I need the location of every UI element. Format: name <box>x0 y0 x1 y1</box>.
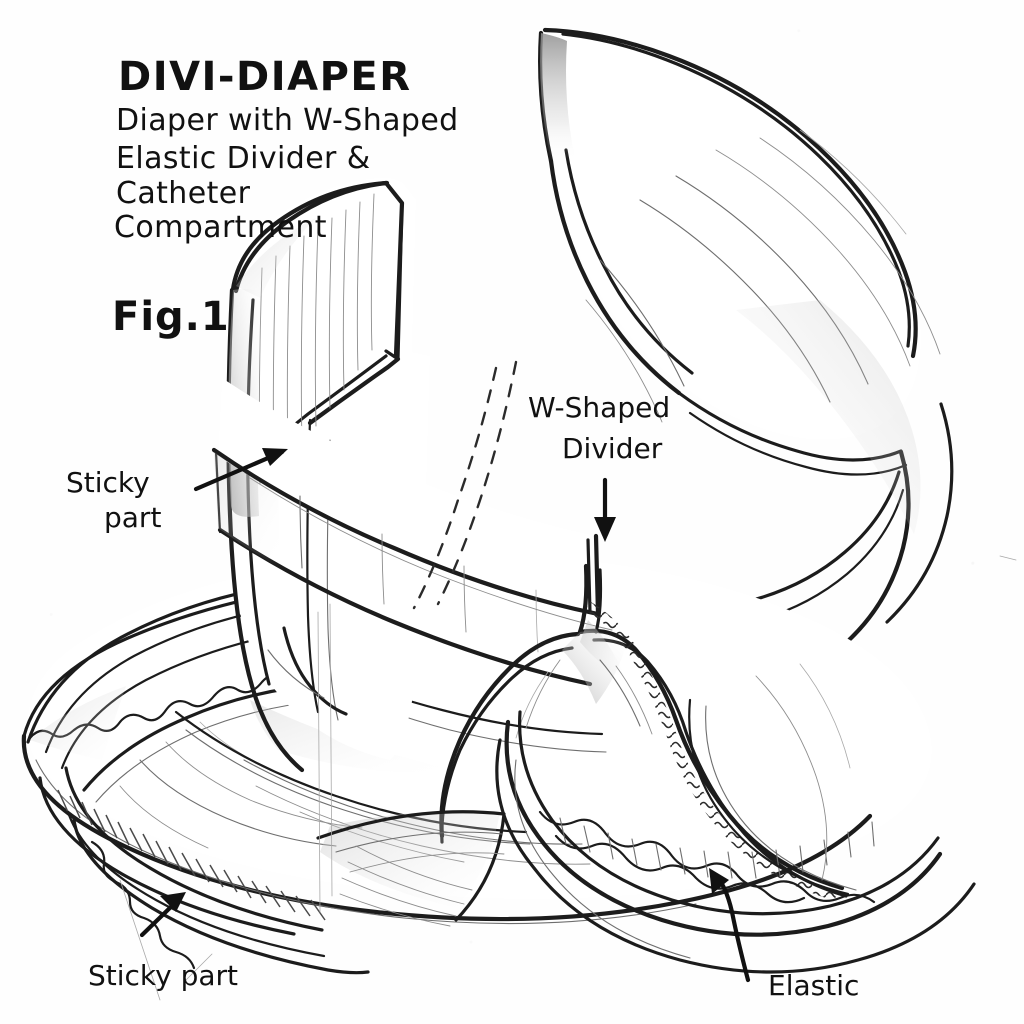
catheter-compartment-dashed <box>412 360 518 610</box>
sticky-hatch-left <box>57 789 326 921</box>
title-line-2: Elastic Divider & <box>116 141 371 176</box>
callout-sticky-lower-line1: Sticky part <box>88 959 238 992</box>
callout-elastic-label: Elastic <box>768 969 859 1002</box>
callout-w-shaped-divider: W-Shaped Divider <box>528 391 670 542</box>
elastic-ribs <box>559 817 875 879</box>
title-line-1: Diaper with W-Shaped <box>116 103 459 138</box>
construction-lines <box>119 555 1017 1001</box>
figure-number: Fig.1 <box>112 294 230 340</box>
figure-label: Fig.1 <box>112 294 230 340</box>
w-shaped-divider-group <box>439 563 848 901</box>
callout-elastic: Elastic <box>709 868 859 1002</box>
title-block: DIVI-DIAPER Diaper with W-Shaped Elastic… <box>114 54 459 245</box>
callout-divider-line2: Divider <box>562 432 663 465</box>
sticky-tab-band-group <box>211 378 613 687</box>
callout-arrow-sticky-lower <box>139 899 179 938</box>
callout-divider-line1: W-Shaped <box>528 391 670 424</box>
callout-sticky-upper-line2: part <box>104 501 161 534</box>
callout-sticky-upper-line1: Sticky <box>66 466 150 499</box>
callout-sticky-part-upper: Sticky part <box>66 448 288 534</box>
title-line-3: Catheter <box>116 176 251 211</box>
arrowhead-elastic <box>709 868 729 894</box>
arrowhead-sticky-lower <box>160 892 186 912</box>
arrowhead-sticky-upper <box>262 448 288 466</box>
callout-sticky-part-lower: Sticky part <box>88 892 238 992</box>
arrowhead-divider <box>594 517 616 542</box>
title-line-4: Compartment <box>114 210 327 245</box>
leg-elastic-group <box>316 663 976 974</box>
pouch-shading <box>339 845 473 927</box>
title-main: DIVI-DIAPER <box>118 54 412 100</box>
